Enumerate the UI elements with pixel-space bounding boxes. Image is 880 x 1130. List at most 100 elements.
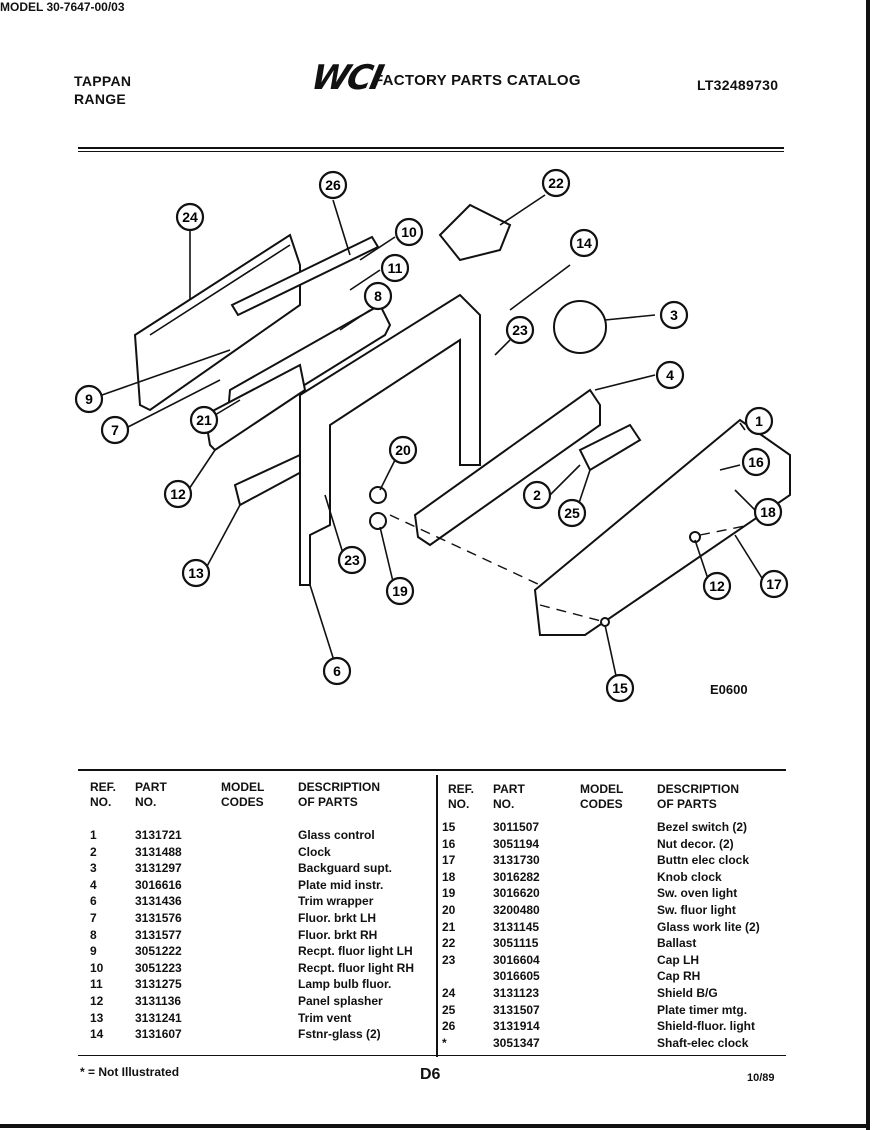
table-row-desc: Glass control: [298, 828, 375, 842]
brand-name: TAPPAN: [74, 73, 132, 89]
table-row-part: 3051115: [493, 936, 539, 951]
callout-label: 12: [170, 486, 186, 502]
callout-label: 12: [709, 578, 725, 594]
table-row-part: 3200480: [493, 903, 540, 917]
callout-label: 1: [755, 413, 763, 429]
callout-12: 12: [163, 479, 193, 509]
table-row-ref: 12: [90, 994, 104, 1008]
callout-label: 19: [392, 583, 408, 599]
backguard-shield-part: [133, 233, 301, 412]
page-frame-right: [866, 0, 870, 1130]
trim-wrapper-part: [299, 293, 481, 586]
table-row-desc: Shaft-elec clock: [657, 1035, 749, 1050]
table-row-part: 3016282: [493, 869, 540, 884]
glass-control-part: [533, 418, 791, 636]
table-row-part: 3131123: [493, 986, 540, 1000]
table-row-desc: Plate mid instr.: [298, 877, 384, 892]
table-row-desc: Shield B/G: [657, 986, 718, 1000]
callout-13: 13: [181, 558, 211, 588]
callout-26: 26: [318, 170, 348, 200]
exploded-parts-diagram: 24 26 22 10 11 8 14 23 3 4 1 9 7 21 12 2…: [74, 168, 791, 703]
table-row-part: 3016605: [493, 969, 540, 984]
callout-24: 24: [175, 202, 205, 232]
table-row-part: 3011507: [493, 820, 540, 834]
table-row-part: 3051223: [135, 960, 182, 975]
table-row-ref: 1: [90, 828, 97, 842]
table-row-desc: Cap RH: [657, 969, 701, 984]
callout-label: 24: [182, 209, 198, 225]
table-row-part: 3131436: [135, 894, 182, 909]
callout-18: 18: [753, 497, 783, 527]
switch-fluor-light-part: [369, 486, 387, 504]
table-row-ref: 21: [442, 919, 456, 934]
table-row-desc: Bezel switch (2): [657, 820, 748, 834]
table-row-desc: Lamp bulb fluor.: [298, 977, 392, 992]
callout-19: 19: [385, 576, 415, 606]
table-row-ref: 9: [90, 944, 97, 959]
callout-label: 2: [533, 487, 541, 503]
table-row-ref: 10: [90, 960, 104, 975]
table-row-part: 3131275: [135, 977, 182, 992]
callout-10: 10: [394, 217, 424, 247]
right-header-ref: REF.NO.: [448, 782, 475, 811]
callout-label: 14: [576, 235, 592, 251]
callout-20: 20: [388, 435, 418, 465]
timer-plate-part: [578, 423, 642, 472]
table-row-desc: Knob clock: [657, 869, 722, 884]
table-row-ref: 2: [90, 844, 97, 859]
table-row-ref: 19: [442, 886, 456, 901]
table-row-desc: Panel splasher: [298, 994, 383, 1008]
diagram-parts: [133, 203, 791, 636]
callout-label: 6: [333, 663, 341, 679]
panel-splasher-part: [203, 363, 307, 452]
callout-label: 26: [325, 177, 341, 193]
table-row-ref: 3: [90, 861, 97, 876]
table-row-desc: Ballast: [657, 936, 697, 951]
callout-label: 15: [612, 680, 628, 696]
table-row-desc: Cap LH: [657, 952, 699, 967]
table-row-ref: 4: [90, 877, 97, 892]
table-row-ref: 24: [442, 986, 456, 1000]
table-row-ref: 17: [442, 853, 456, 868]
table-row-desc: Fluor. brkt RH: [298, 927, 378, 942]
table-row-ref: 14: [90, 1027, 104, 1042]
callout-11: 11: [380, 253, 410, 283]
bezel-switch-part: [600, 617, 610, 627]
callout-12b: 12: [702, 571, 732, 601]
model-number: MODEL 30-7647-00/03: [0, 0, 125, 14]
footnote: * = Not Illustrated: [80, 1065, 180, 1079]
table-row-part: 3051347: [493, 1035, 540, 1050]
callout-label: 17: [766, 576, 782, 592]
callout-4: 4: [655, 360, 685, 390]
table-row-ref: 23: [442, 952, 456, 967]
table-row-part: 3131488: [135, 844, 182, 859]
callout-label: 13: [188, 565, 204, 581]
table-row-ref: 13: [90, 1010, 104, 1025]
table-row-desc: Trim wrapper: [298, 894, 374, 909]
table-row-ref: 8: [90, 927, 97, 942]
callout-8: 8: [363, 281, 393, 311]
catalog-title: FACTORY PARTS CATALOG: [374, 72, 581, 89]
callout-label: 3: [670, 307, 678, 323]
callout-label: 16: [748, 454, 764, 470]
catalog-date: 10/89: [747, 1072, 775, 1084]
header-rule-top: [78, 147, 784, 149]
callout-label: 9: [85, 391, 93, 407]
table-row-part: 3131507: [493, 1002, 540, 1017]
callout-label: 25: [564, 505, 580, 521]
callout-1: 1: [744, 406, 774, 436]
callout-16: 16: [741, 447, 771, 477]
table-row-ref: 26: [442, 1019, 456, 1034]
table-rule-top: [78, 769, 786, 771]
table-row-part: 3131241: [135, 1010, 182, 1025]
table-row-part: 3131145: [493, 919, 540, 934]
table-row-ref: 25: [442, 1002, 456, 1017]
callout-leaders: [101, 194, 766, 686]
callout-label: 22: [548, 175, 564, 191]
callout-label: 18: [760, 504, 776, 520]
callout-label: 7: [111, 422, 119, 438]
callout-9: 9: [74, 384, 104, 414]
